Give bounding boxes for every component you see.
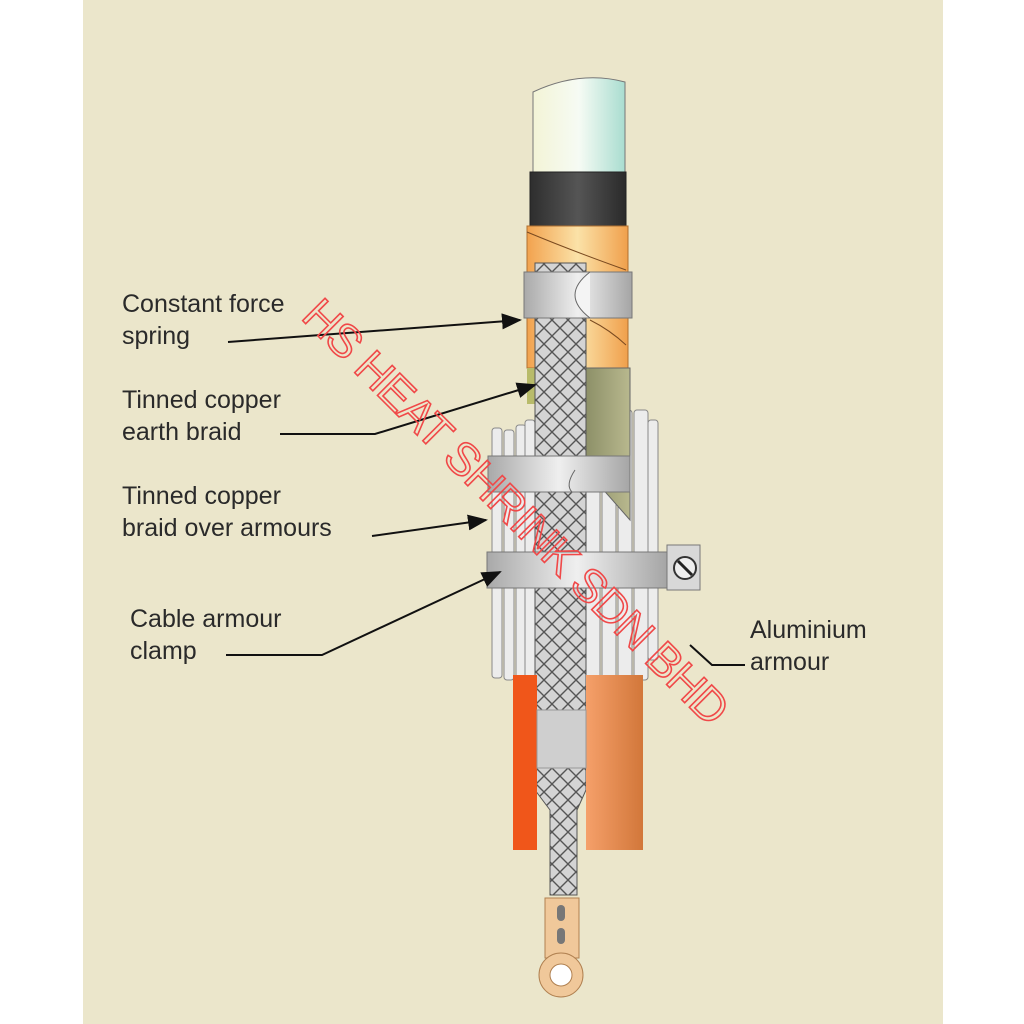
armour-clamp-band xyxy=(486,551,668,589)
label-braid-armours-2: braid over armours xyxy=(122,514,332,542)
label-aluminium-2: armour xyxy=(750,648,829,676)
cable-insulation xyxy=(532,77,626,173)
label-spring-2: spring xyxy=(122,322,190,350)
leader-lines xyxy=(226,313,745,666)
label-earth-braid-1: Tinned copper xyxy=(122,386,281,414)
label-armour-clamp-2: clamp xyxy=(130,637,197,665)
semiconductor-layer xyxy=(529,171,627,227)
braid-ferrule xyxy=(536,709,587,769)
sleeve-left xyxy=(513,675,537,850)
label-armour-clamp-1: Cable armour xyxy=(130,605,281,633)
label-braid-armours-1: Tinned copper xyxy=(122,482,281,510)
screw-slot xyxy=(676,559,694,577)
label-spring-1: Constant force xyxy=(122,290,285,318)
lug-crimp xyxy=(557,905,565,921)
ring-end xyxy=(568,469,576,493)
sleeve-right xyxy=(586,675,643,850)
tape-wrap-line xyxy=(526,231,627,346)
label-earth-braid-2: earth braid xyxy=(122,418,242,446)
lug-hole xyxy=(549,963,573,987)
spring-end xyxy=(574,271,591,319)
lug-crimp xyxy=(557,928,565,944)
label-aluminium-1: Aluminium xyxy=(750,616,867,644)
braid-over-armour-ring xyxy=(487,455,631,493)
